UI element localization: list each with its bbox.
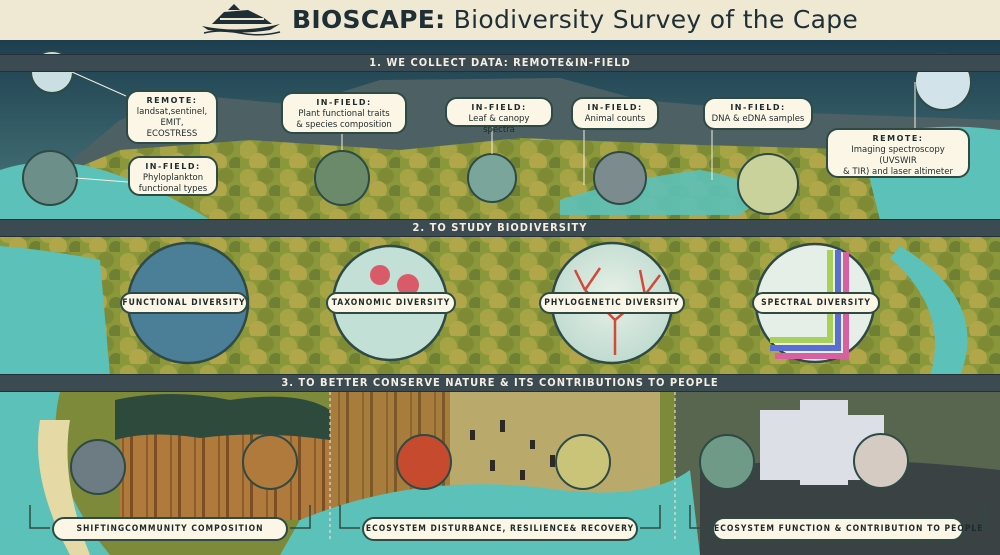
callout-line: Plant functional traits: [298, 109, 390, 119]
ecosystem-function-label: ECOSYSTEM FUNCTION & CONTRIBUTION TO PEO…: [712, 517, 983, 541]
section-3-banner: 3. TO BETTER CONSERVE NATURE & ITS CONTR…: [0, 374, 1000, 392]
callout-infield-phytoplankton: IN-FIELD: Phyloplankton functional types: [128, 156, 218, 196]
callout-infield-plant-traits: IN-FIELD: Plant functional traits & spec…: [281, 92, 407, 134]
title-subtitle: Biodiversity Survey of the Cape: [453, 5, 859, 34]
title-bar: BIOSCAPE: Biodiversity Survey of the Cap…: [0, 0, 1000, 40]
callout-line: functional types: [138, 184, 208, 194]
ecosystem-disturbance-label: ECOSYSTEM DISTURBANCE, RESILIENCE& RECOV…: [362, 517, 638, 541]
callout-title: IN-FIELD:: [587, 103, 643, 112]
callout-line: Leaf & canopy spectra: [468, 114, 530, 135]
callout-line: & species composition: [296, 120, 392, 130]
callout-infield-animal-counts: IN-FIELD: Animal counts: [571, 97, 659, 130]
spectral-diversity-label: SPECTRAL DIVERSITY: [752, 292, 880, 314]
callout-title: IN-FIELD:: [730, 103, 786, 112]
callout-line: Animal counts: [584, 114, 646, 124]
callout-remote-satellite: REMOTE: landsat,sentinel, EMIT, ECOSTRES…: [126, 90, 218, 144]
callout-title: IN-FIELD:: [316, 98, 372, 107]
taxonomic-diversity-label: TAXONOMIC DIVERSITY: [326, 292, 456, 314]
callout-line: Phyloplankton: [142, 173, 204, 183]
callout-line: Imaging spectroscopy (UVSWIR: [851, 145, 945, 166]
ship-logo-icon: [202, 4, 281, 36]
phylogenetic-diversity-label: PHYLOGENETIC DIVERSITY: [539, 292, 685, 314]
callout-remote-spectroscopy: REMOTE: Imaging spectroscopy (UVSWIR & T…: [826, 128, 970, 178]
functional-diversity-label: FUNCTIONAL DIVERSITY: [120, 292, 248, 314]
callout-infield-leaf-spectra: IN-FIELD: Leaf & canopy spectra: [445, 97, 553, 135]
callout-infield-dna: IN-FIELD: DNA & eDNA samples: [703, 97, 813, 130]
callout-line: DNA & eDNA samples: [711, 114, 805, 124]
callout-title: REMOTE:: [872, 134, 924, 143]
shifting-community-composition-label: SHIFTINGCOMMUNITY COMPOSITION: [52, 517, 288, 541]
page-title: BIOSCAPE: Biodiversity Survey of the Cap…: [292, 3, 858, 37]
section-2-banner: 2. TO STUDY BIODIVERSITY: [0, 219, 1000, 237]
callout-title: REMOTE:: [146, 96, 198, 105]
section-1-title: 1. WE COLLECT DATA: REMOTE&IN-FIELD: [369, 56, 631, 69]
section-1-banner: 1. WE COLLECT DATA: REMOTE&IN-FIELD: [0, 54, 1000, 72]
section-2-title: 2. TO STUDY BIODIVERSITY: [412, 221, 588, 234]
callout-title: IN-FIELD:: [145, 162, 201, 171]
section-3-title: 3. TO BETTER CONSERVE NATURE & ITS CONTR…: [281, 376, 719, 389]
title-brand: BIOSCAPE:: [292, 5, 446, 34]
callout-line: EMIT, ECOSTRESS: [146, 118, 198, 139]
callout-line: & TIR) and laser altimeter: [843, 167, 953, 177]
callout-title: IN-FIELD:: [471, 103, 527, 112]
callout-line: landsat,sentinel,: [136, 107, 208, 117]
